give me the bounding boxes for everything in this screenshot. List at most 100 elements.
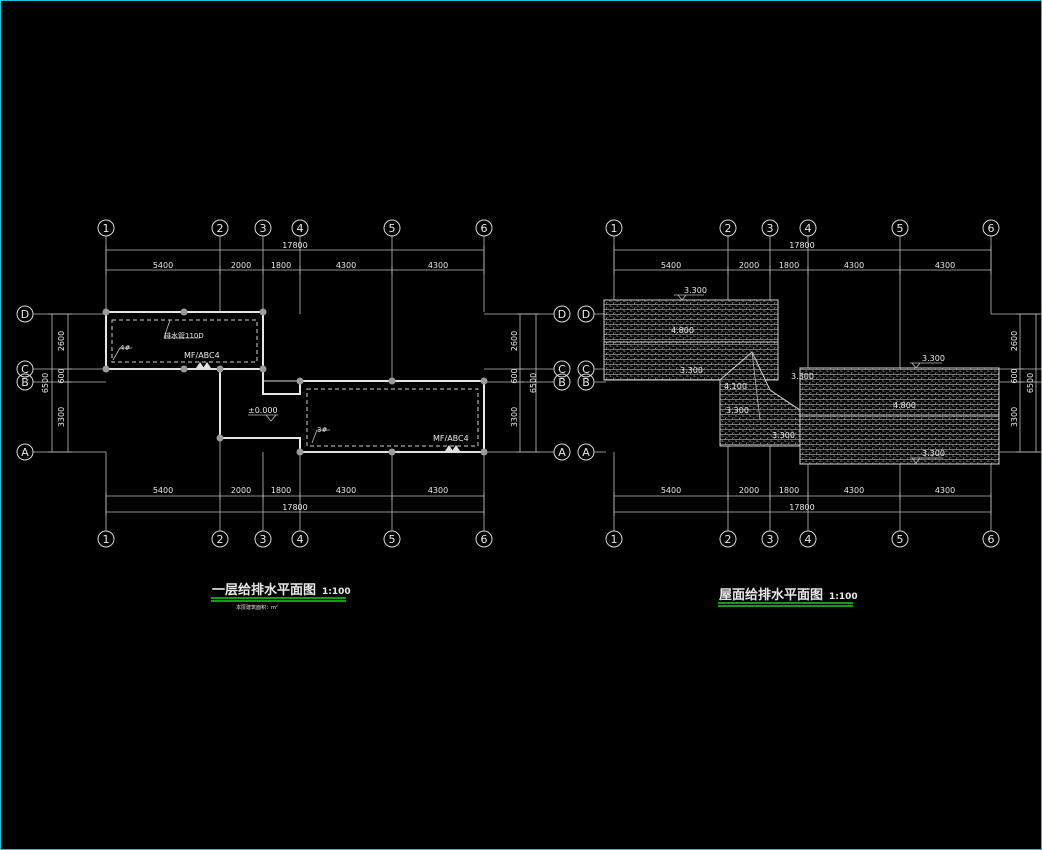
area-note: 本层建筑面积：m² <box>236 604 278 611</box>
axis-label: D <box>582 308 590 321</box>
axis-label: 6 <box>481 533 488 546</box>
dim-top: 4300 <box>336 261 356 270</box>
roof-level: 3.300 <box>922 449 945 458</box>
ground-floor-plumbing-plan: 1 2 3 4 5 6 1 2 3 4 5 6 <box>16 219 571 611</box>
axis-label: A <box>21 446 29 459</box>
axis-bubbles-top: 1 2 3 4 5 6 <box>605 219 1000 237</box>
axis-label: 4 <box>805 222 812 235</box>
axis-label: 5 <box>897 222 904 235</box>
roof-level: 3.300 <box>684 286 707 295</box>
dim-top: 2000 <box>739 261 759 270</box>
axis-label: 2 <box>217 222 224 235</box>
axis-label: 5 <box>897 533 904 546</box>
axis-label: 4 <box>805 533 812 546</box>
roof-level: 3.300 <box>791 372 814 381</box>
axis-label: 3 <box>260 533 267 546</box>
plan-title: 屋面给排水平面图 <box>719 587 823 603</box>
dim-top: 1800 <box>271 261 291 270</box>
dimension-lines-bottom <box>105 492 485 516</box>
level-mark-icon <box>248 414 278 422</box>
dim-side: 600 <box>1010 368 1019 383</box>
axis-label: 1 <box>103 222 110 235</box>
dim-side: 3300 <box>1010 407 1019 427</box>
title-underline <box>211 597 346 602</box>
axis-label: D <box>558 308 566 321</box>
dim-bottom: 4300 <box>336 486 356 495</box>
dim-total-bottom: 17800 <box>789 503 814 512</box>
dim-total-side: 6500 <box>1026 373 1035 393</box>
axis-label: C <box>21 363 29 376</box>
axis-lines <box>33 236 554 531</box>
axis-label: 6 <box>988 533 995 546</box>
dim-top: 5400 <box>153 261 173 270</box>
axis-label: 6 <box>481 222 488 235</box>
dim-top: 4300 <box>935 261 955 270</box>
roof-level: 3.300 <box>772 431 795 440</box>
axis-label: 1 <box>103 533 110 546</box>
dimension-lines-bottom <box>613 492 992 516</box>
roof-level: 3.300 <box>726 406 749 415</box>
dim-total-side: 6500 <box>529 373 538 393</box>
floor-level-label: ±0.000 <box>248 406 278 415</box>
dim-top: 5400 <box>661 261 681 270</box>
axis-label: 3 <box>260 222 267 235</box>
roof-level: 3.300 <box>922 354 945 363</box>
dim-bottom: 5400 <box>153 486 173 495</box>
axis-label: B <box>21 376 29 389</box>
axis-bubbles-side: D C B A D C B A <box>16 305 571 461</box>
axis-label: 6 <box>988 222 995 235</box>
building-outline <box>105 311 485 453</box>
extinguisher-label: MF/ABC4 <box>184 351 220 360</box>
axis-label: 4 <box>297 222 304 235</box>
roof-levels: 3.300 4.800 3.300 4.100 3.300 3.300 3.30… <box>671 286 945 464</box>
axis-label: 2 <box>217 533 224 546</box>
dim-top: 4300 <box>428 261 448 270</box>
plan-title: 一层给排水平面图 <box>212 582 316 598</box>
extinguisher-icon <box>196 362 211 368</box>
dimension-lines-top <box>613 246 992 274</box>
dim-bottom: 4300 <box>428 486 448 495</box>
dim-bottom: 1800 <box>779 486 799 495</box>
roof-plumbing-plan: 1 2 3 4 5 6 1 2 3 4 5 6 D C B A <box>577 219 1042 607</box>
dim-side: 2600 <box>1010 331 1019 351</box>
dim-side: 2600 <box>510 331 519 351</box>
axis-label: C <box>582 363 590 376</box>
roof-level: 4.800 <box>671 326 694 335</box>
extinguisher-icon <box>445 445 460 451</box>
room-outline-dashed <box>111 319 258 363</box>
axis-label: 3 <box>767 222 774 235</box>
dim-total-side: 6500 <box>41 373 50 393</box>
dimension-lines-side <box>48 313 540 453</box>
title-underline <box>718 602 853 607</box>
dim-bottom: 5400 <box>661 486 681 495</box>
axis-bubbles-bottom: 1 2 3 4 5 6 <box>97 530 493 548</box>
dim-total-bottom: 17800 <box>282 503 307 512</box>
dim-bottom: 4300 <box>844 486 864 495</box>
axis-label: A <box>582 446 590 459</box>
dim-side: 600 <box>57 368 66 383</box>
axis-label: 1 <box>611 222 618 235</box>
axis-bubbles-bottom: 1 2 3 4 5 6 <box>605 530 1000 548</box>
dim-side: 600 <box>510 368 519 383</box>
plan-scale: 1:100 <box>829 592 858 602</box>
axis-label: C <box>558 363 566 376</box>
extinguisher-label: MF/ABC4 <box>433 434 469 443</box>
axis-label: D <box>21 308 29 321</box>
axis-label: A <box>558 446 566 459</box>
roof-level: 3.300 <box>680 366 703 375</box>
dim-side: 2600 <box>57 331 66 351</box>
axis-label: B <box>582 376 590 389</box>
pipe-tag: 3# <box>317 426 327 434</box>
dim-top: 4300 <box>844 261 864 270</box>
dim-top: 1800 <box>779 261 799 270</box>
dim-side: 3300 <box>57 407 66 427</box>
dimension-lines-side <box>1016 313 1040 453</box>
dim-bottom: 4300 <box>935 486 955 495</box>
dim-bottom: 1800 <box>271 486 291 495</box>
dim-top: 2000 <box>231 261 251 270</box>
plan-scale: 1:100 <box>322 587 351 597</box>
axis-bubbles-top: 1 2 3 4 5 6 <box>97 219 493 237</box>
columns <box>102 308 488 456</box>
axis-label: 5 <box>389 222 396 235</box>
